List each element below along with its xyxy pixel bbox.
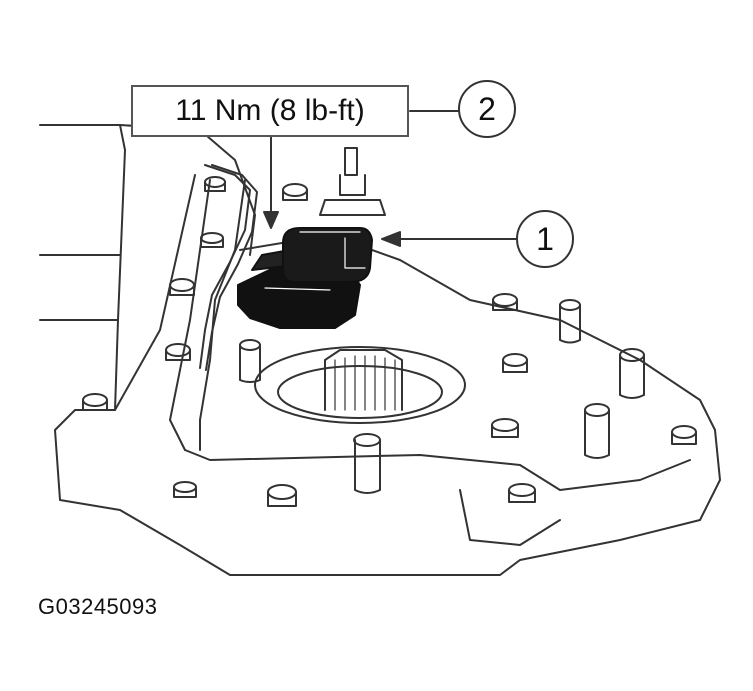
plate-posts xyxy=(239,299,645,494)
sensor-component xyxy=(237,227,373,329)
bolts xyxy=(82,176,697,507)
torque-spec-label: 11 Nm (8 lb-ft) xyxy=(131,85,409,137)
central-bore xyxy=(254,346,466,424)
stud xyxy=(319,147,386,216)
wiring-harness xyxy=(199,164,258,371)
figure-id: G03245093 xyxy=(38,594,158,619)
callout-1: 1 xyxy=(516,210,574,268)
leader-lines xyxy=(263,110,517,247)
callout-2: 2 xyxy=(458,80,516,138)
